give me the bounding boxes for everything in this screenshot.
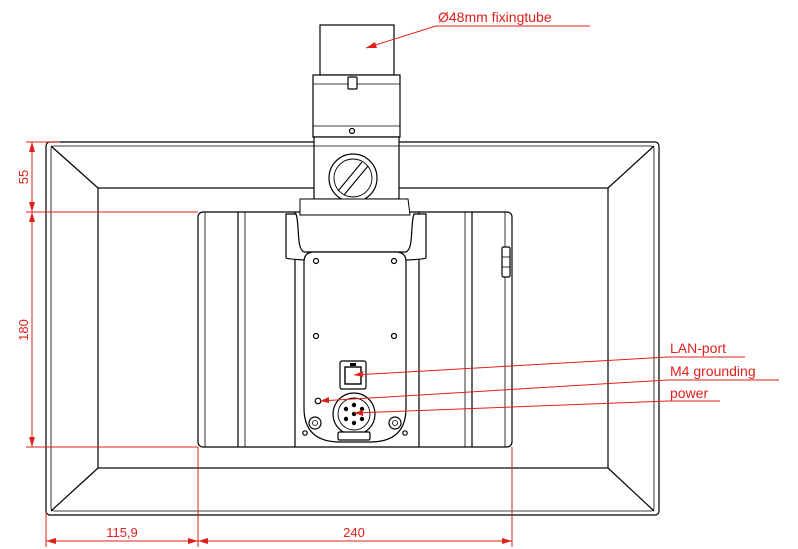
leader-lan-port: [353, 356, 669, 376]
connector-panel: [302, 251, 408, 443]
panel-screw: [312, 257, 320, 265]
collar-pin: [348, 127, 356, 135]
frame-bevel-bl: [50, 467, 99, 512]
dimension-label-housing-width: 240: [343, 525, 365, 540]
frame-bevel-tl: [50, 145, 99, 189]
callout-grounding: M4 grounding: [670, 363, 756, 379]
leader-power: [353, 400, 669, 414]
panel-screw: [302, 430, 308, 436]
frame-bevel-tr: [607, 145, 655, 189]
panel-screw: [402, 430, 408, 436]
side-latch: [501, 246, 511, 278]
callout-power: power: [670, 385, 708, 401]
callout-lan-port: LAN-port: [670, 340, 726, 356]
panel-screw: [390, 332, 398, 340]
power-connector-tab: [337, 431, 371, 441]
fixing-tube: [319, 24, 395, 76]
dimension-label-top-margin: 55: [16, 170, 31, 184]
callout-leaders: [319, 25, 779, 414]
panel-screw: [390, 257, 398, 265]
frame-bevel-br: [607, 467, 655, 512]
callout-arrowheads: [320, 42, 377, 416]
dimension-arrows: [29, 142, 512, 544]
bracket-top: [299, 198, 411, 216]
clamp-knob-inner: [333, 158, 373, 198]
clamp-knob-slot: [337, 161, 369, 196]
panel-screw: [312, 332, 320, 340]
leader-grounding: [319, 379, 669, 402]
callout-fixing-tube: Ø48mm fixingtube: [438, 9, 552, 25]
panel-plate: [303, 251, 407, 443]
leader-fixing-tube: [365, 25, 437, 49]
dimension-label-housing-height: 180: [16, 319, 31, 341]
dimension-label-side-margin: 115,9: [106, 525, 138, 540]
grounding-screw: [314, 397, 322, 405]
fixing-tube-assembly: [285, 24, 427, 262]
dimension-lines: [26, 141, 513, 547]
collar-notch: [347, 76, 358, 90]
